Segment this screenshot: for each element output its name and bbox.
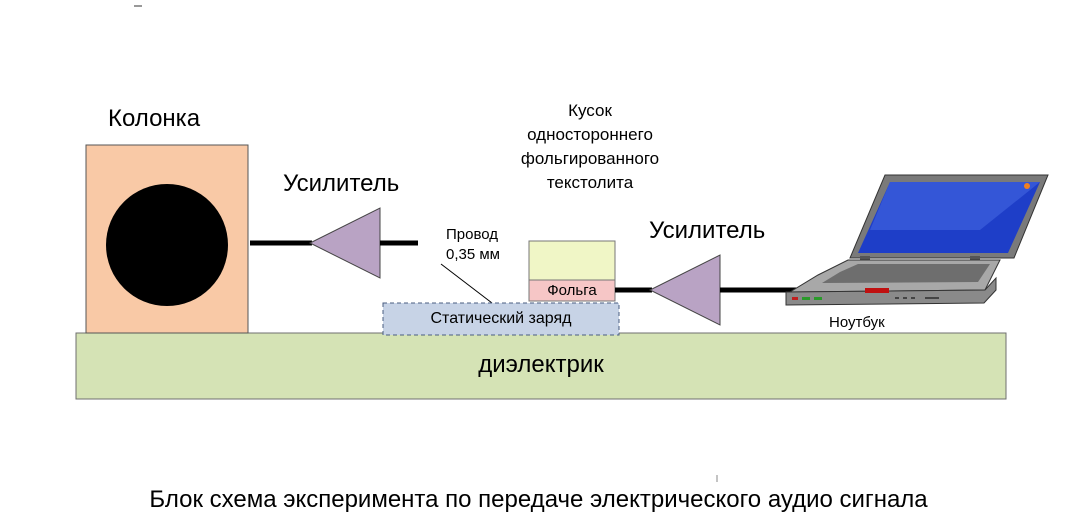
speaker-icon: [85, 144, 249, 334]
wire-label-line1: Провод: [446, 226, 499, 243]
caption: Блок схема эксперимента по передаче элек…: [149, 486, 928, 513]
pcb-substrate: [528, 240, 616, 281]
pcb-label-line3: фольгированного: [520, 149, 660, 168]
pcb-label-line2: одностороннего: [527, 125, 653, 144]
pcb-label-line1: Кусок: [568, 101, 612, 120]
amplifier-left-label: Усилитель: [283, 170, 400, 197]
pcb-label: Кусок одностороннего фольгированного тек…: [490, 99, 690, 195]
foil-label: Фольга: [547, 282, 597, 299]
laptop-icon: [785, 174, 1049, 306]
amplifier-right-icon: [648, 254, 721, 326]
thin-wire: [440, 263, 493, 304]
laptop-label: Ноутбук: [829, 314, 885, 331]
dielectric-base: [75, 332, 1007, 400]
amplifier-left-icon: [308, 207, 381, 279]
amplifier-right-label: Усилитель: [649, 217, 766, 244]
pcb-label-line4: текстолита: [546, 173, 634, 192]
wire-label-line2: 0,35 мм: [446, 246, 500, 263]
speaker-label: Колонка: [108, 105, 201, 132]
static-charge-label: Статический заряд: [430, 310, 572, 327]
dielectric-label: диэлектрик: [478, 351, 604, 378]
static-charge-box: [382, 302, 620, 336]
